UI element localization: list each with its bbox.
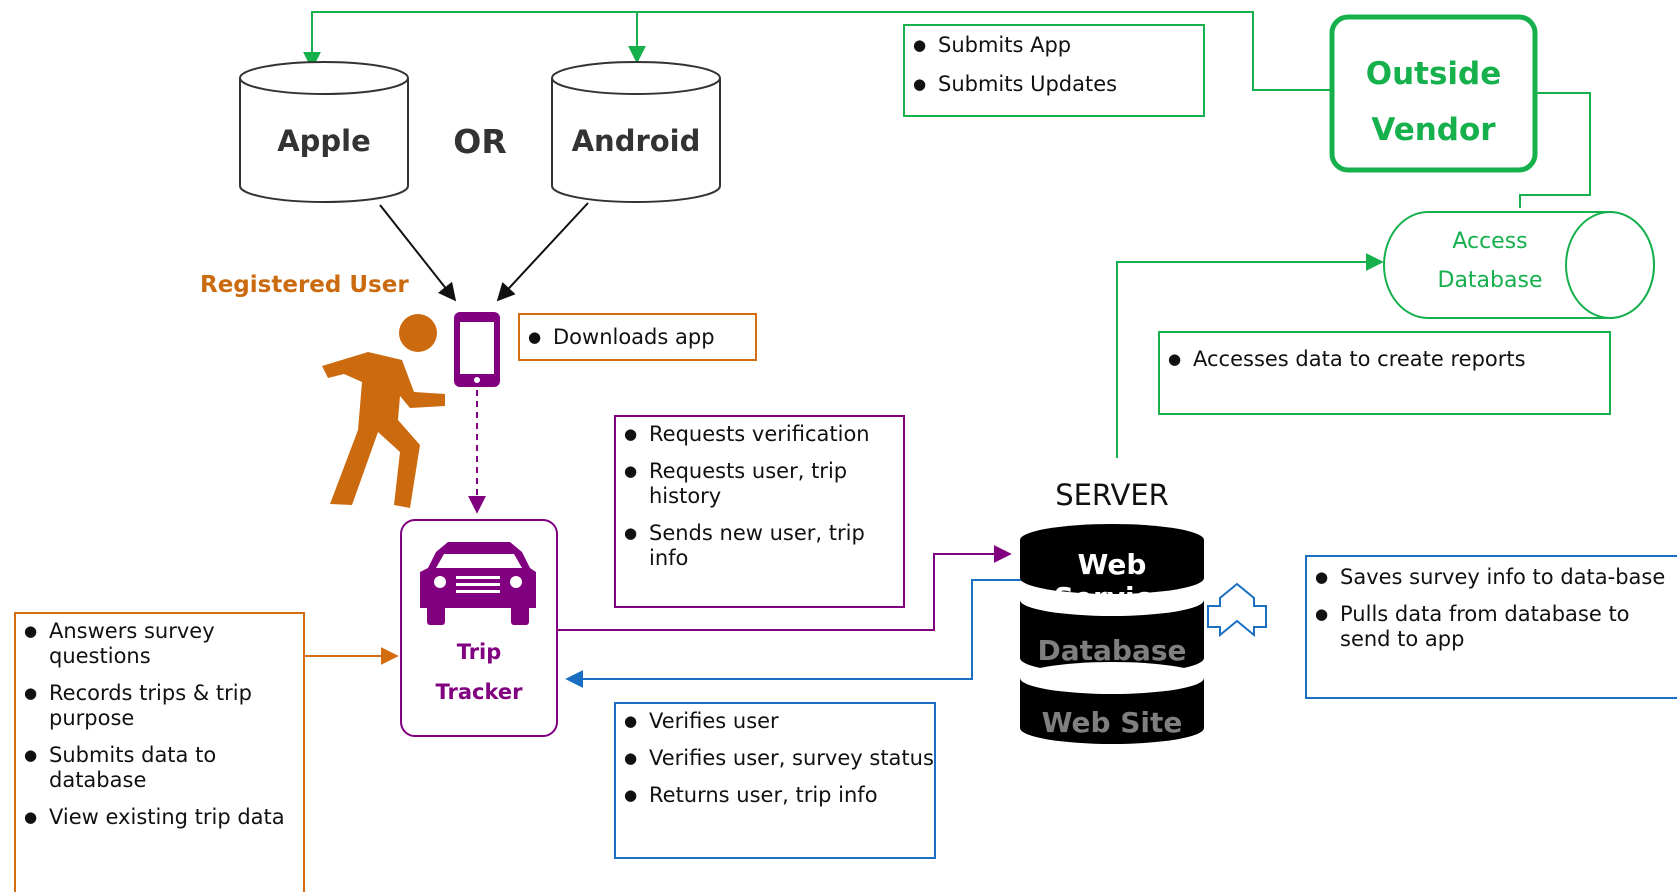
access-database-cylinder: [1383, 211, 1655, 319]
trip-tracker-line1: Trip: [456, 640, 502, 664]
trip-tracker-line2: Tracker: [435, 680, 523, 704]
submits-note-box: Submits App Submits Updates: [903, 24, 1205, 117]
server-stack: [1020, 524, 1204, 744]
access-database-label: Access Database: [1420, 222, 1560, 300]
double-arrow-icon: [1207, 582, 1267, 638]
access-database-line1: Access: [1452, 229, 1528, 254]
submits-note-item: Submits App: [905, 33, 1203, 58]
outside-vendor-line2: Vendor: [1371, 112, 1496, 148]
registered-user-label: Registered User: [200, 272, 409, 298]
outside-vendor-title: Outside Vendor: [1332, 46, 1535, 158]
verifies-note-box: Verifies user Verifies user, survey stat…: [614, 702, 936, 859]
database-label: Database: [1037, 634, 1187, 667]
verifies-note-item: Returns user, trip info: [616, 783, 934, 808]
apple-store-label: Apple: [277, 124, 371, 158]
submits-note-item: Submits Updates: [905, 72, 1203, 97]
smartphone-icon: [454, 312, 500, 387]
tracker-to-server-connector: [557, 545, 1012, 631]
requests-note-box: Requests verification Requests user, tri…: [614, 415, 905, 608]
server-to-access-db-connector: [1116, 253, 1384, 458]
requests-note-item: Requests user, trip history: [616, 459, 903, 509]
user-actions-note-box: Answers survey questions Records trips &…: [14, 612, 305, 892]
access-database-line2: Database: [1437, 268, 1543, 293]
reports-note-item: Accesses data to create reports: [1160, 347, 1609, 372]
android-to-phone-arrow: [496, 202, 589, 302]
web-service-label: Web Service: [1053, 548, 1171, 614]
verifies-note-item: Verifies user, survey status: [616, 746, 934, 771]
user-actions-note-item: Answers survey questions: [16, 619, 303, 669]
android-store-label: Android: [571, 124, 701, 158]
apple-store-cylinder: [239, 61, 409, 203]
user-actions-note-item: View existing trip data: [16, 805, 303, 830]
downloads-note-item: Downloads app: [520, 325, 755, 350]
apple-to-phone-arrow: [379, 204, 457, 302]
saves-note-item: Pulls data from database to send to app: [1307, 602, 1677, 652]
requests-note-item: Requests verification: [616, 422, 903, 447]
android-store-cylinder: [551, 61, 721, 203]
user-actions-note-item: Submits data to database: [16, 743, 303, 793]
downloads-note-box: Downloads app: [518, 313, 757, 361]
verifies-note-item: Verifies user: [616, 709, 934, 734]
server-to-tracker-connector: [565, 579, 1022, 688]
or-label: OR: [453, 122, 507, 161]
requests-note-item: Sends new user, trip info: [616, 521, 903, 571]
saves-note-item: Saves survey info to data-base: [1307, 565, 1677, 590]
vendor-to-access-db-connector: [1519, 92, 1591, 208]
trip-tracker-label: Trip Tracker: [401, 632, 557, 712]
user-actions-note-item: Records trips & trip purpose: [16, 681, 303, 731]
outside-vendor-line1: Outside: [1365, 56, 1502, 92]
server-title: SERVER: [1055, 478, 1169, 512]
outside-vendor-box: [1329, 14, 1538, 173]
person-walking-icon: [322, 314, 445, 508]
reports-note-box: Accesses data to create reports: [1158, 331, 1611, 415]
car-icon: [420, 542, 536, 625]
vendor-to-stores-connector: [303, 11, 1332, 91]
web-site-label: Web Site: [1041, 706, 1183, 739]
saves-note-box: Saves survey info to data-base Pulls dat…: [1305, 555, 1677, 699]
